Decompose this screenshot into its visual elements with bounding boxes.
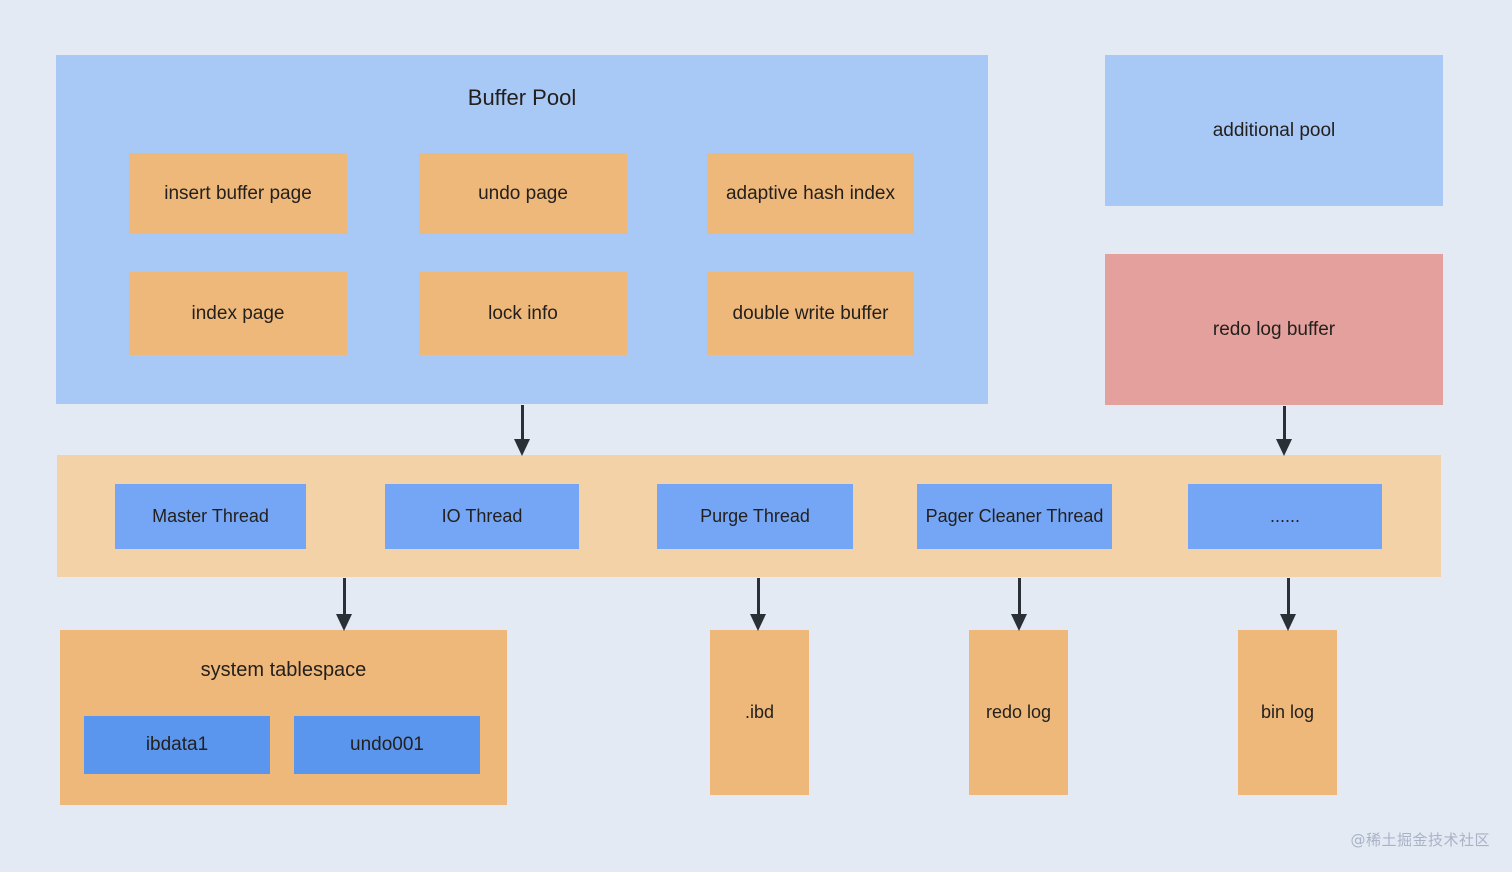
storage-file-cell: bin log <box>1238 630 1337 795</box>
additional-pool-box: additional pool <box>1105 55 1443 206</box>
arrow-shaft <box>521 405 524 440</box>
thread-cell: IO Thread <box>385 484 579 549</box>
storage-file-cell: redo log <box>969 630 1068 795</box>
tablespace-file-cell: ibdata1 <box>84 716 270 774</box>
buffer-pool-page-cell: lock info <box>419 272 627 355</box>
buffer-pool-page-cell: insert buffer page <box>129 153 347 234</box>
thread-cell: Purge Thread <box>657 484 853 549</box>
arrow-head-icon <box>1276 439 1292 456</box>
storage-file-cell: .ibd <box>710 630 809 795</box>
buffer-pool-page-cell: double write buffer <box>707 272 914 355</box>
buffer-pool-page-cell: adaptive hash index <box>707 153 914 234</box>
arrow-shaft <box>757 578 760 615</box>
arrow-shaft <box>1283 406 1286 440</box>
arrow-shaft <box>1018 578 1021 615</box>
buffer-pool-page-cell: index page <box>129 272 347 355</box>
watermark-label: @稀土掘金技术社区 <box>1350 831 1490 849</box>
redo-log-buffer-box: redo log buffer <box>1105 254 1443 405</box>
tablespace-file-cell: undo001 <box>294 716 480 774</box>
arrow-head-icon <box>1280 614 1296 631</box>
buffer-pool-container: Buffer Pool insert buffer page undo page a… <box>56 55 988 404</box>
thread-cell: Pager Cleaner Thread <box>917 484 1112 549</box>
thread-cell: Master Thread <box>115 484 306 549</box>
system-tablespace-title: system tablespace <box>200 659 367 681</box>
buffer-pool-page-cell: undo page <box>419 153 627 234</box>
arrow-shaft <box>1287 578 1290 615</box>
thread-cell: ...... <box>1188 484 1382 549</box>
buffer-pool-title: Buffer Pool <box>467 85 577 110</box>
arrow-head-icon <box>750 614 766 631</box>
arrow-head-icon <box>336 614 352 631</box>
arrow-shaft <box>343 578 346 615</box>
arrow-head-icon <box>1011 614 1027 631</box>
arrow-head-icon <box>514 439 530 456</box>
